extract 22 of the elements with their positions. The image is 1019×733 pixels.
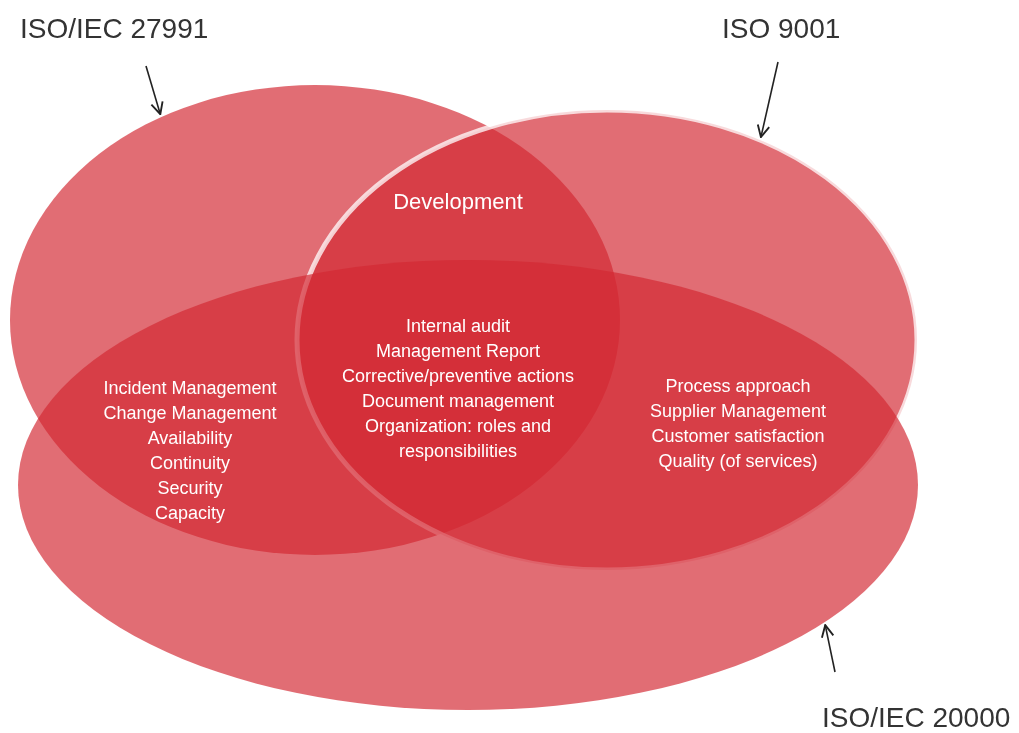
region-item: Quality (of services) (658, 450, 818, 473)
region-item: Incident Management (103, 377, 277, 400)
region-item: Management Report (375, 340, 541, 363)
region-item: Organization: roles and responsibilities (363, 415, 553, 463)
arrow (821, 624, 836, 673)
standard-label: ISO/IEC 20000 (822, 703, 1011, 733)
region-item: Corrective/preventive actions (341, 365, 575, 388)
region-item: Process approach (665, 375, 811, 398)
region-item: Change Management (103, 402, 277, 425)
region-item: Document management (361, 390, 555, 413)
standard-label: ISO 9001 (722, 14, 841, 45)
region-item: Availability (147, 427, 233, 450)
region-item: Customer satisfaction (651, 425, 825, 448)
arrow (756, 61, 779, 139)
region-item: Internal audit (405, 315, 511, 338)
region-item: Supplier Management (649, 400, 827, 423)
region-item: Capacity (155, 502, 225, 525)
region-item: Continuity (149, 452, 230, 475)
arrow (145, 65, 164, 116)
standard-label: ISO/IEC 27991 (20, 14, 209, 45)
region-item: Security (157, 477, 223, 500)
region-title: Development (393, 188, 523, 216)
